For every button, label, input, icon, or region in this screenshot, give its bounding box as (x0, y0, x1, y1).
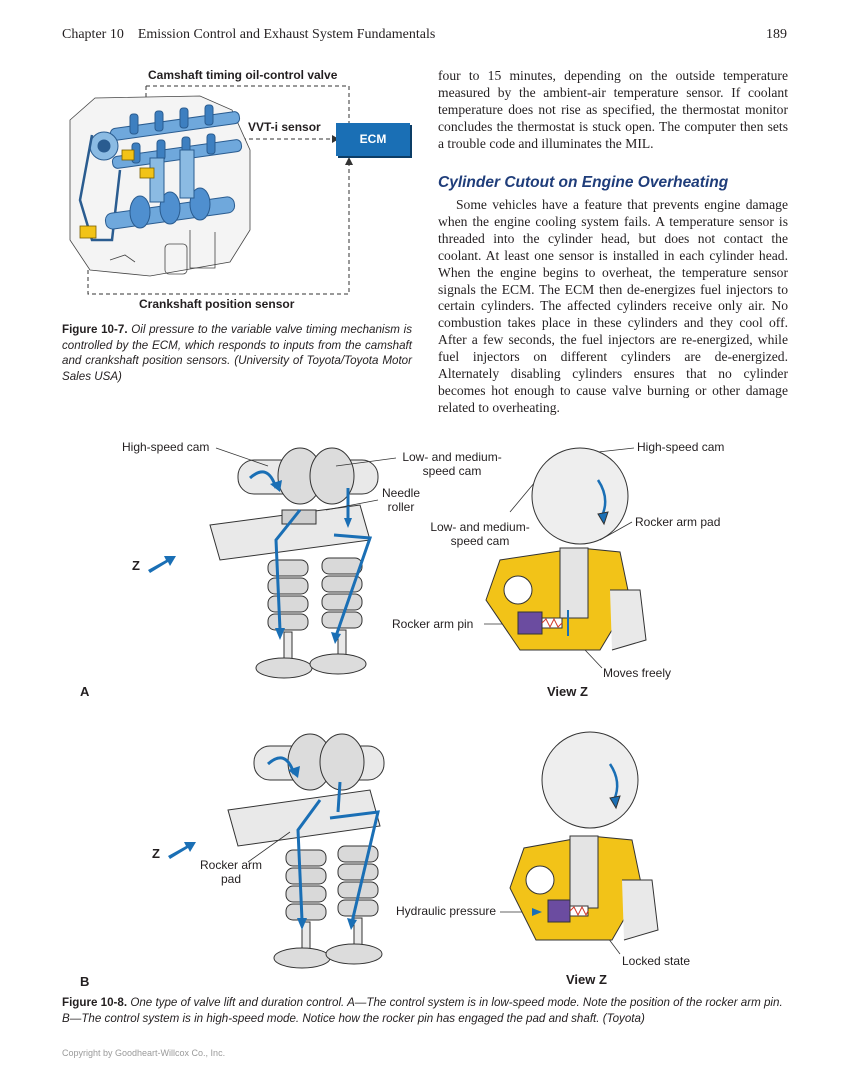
label-b-view-z: View Z (566, 972, 607, 987)
camshaft-assembly (89, 104, 243, 169)
label-camshaft-oil-control-valve: Camshaft timing oil-control valve (148, 68, 338, 82)
page-number: 189 (766, 27, 787, 42)
figure-10-8-panel-a-diagram (148, 447, 647, 679)
label-b-rocker-arm-pad-line1: Rocker arm (199, 858, 262, 872)
dashed-line-bottom (87, 165, 350, 295)
chapter-label: Chapter 10 (62, 27, 124, 42)
label-a-high-speed-cam-left: High-speed cam (122, 440, 210, 454)
label-a-needle-roller-line1: Needle (381, 486, 421, 500)
panel-a-view-z (485, 447, 647, 651)
label-panel-a: A (80, 684, 90, 699)
label-a-moves-freely: Moves freely (603, 666, 672, 680)
body-paragraph-1: four to 15 minutes, depending on the out… (438, 68, 788, 153)
label-a-rocker-arm-pad: Rocker arm pad (635, 515, 721, 529)
label-a-low-medium-cam-top-line2: speed cam (422, 464, 482, 478)
crankshaft-assembly (104, 149, 236, 230)
label-a-z: Z (132, 558, 140, 573)
figure-10-7-number: Figure 10-7. (62, 323, 128, 336)
running-header: Chapter 10 Emission Control and Exhaust S… (62, 27, 435, 43)
paragraph-text-2: Some vehicles have a feature that preven… (438, 197, 788, 415)
dashed-line-top (146, 85, 350, 126)
figure-10-7-text: Oil pressure to the variable valve timin… (62, 323, 412, 383)
copyright-footer: Copyright by Goodheart-Willcox Co., Inc. (62, 1048, 226, 1058)
ecm-box: ECM (336, 123, 410, 156)
label-b-locked-state: Locked state (622, 954, 691, 968)
paragraph-text-1: four to 15 minutes, depending on the out… (438, 68, 788, 151)
label-panel-b: B (80, 974, 90, 989)
label-a-low-medium-cam-top-line1: Low- and medium- (402, 450, 502, 464)
label-a-high-speed-cam-right: High-speed cam (637, 440, 725, 454)
label-b-rocker-arm-pad-line2: pad (220, 872, 242, 886)
figure-10-8-panel-b-diagram (168, 731, 659, 969)
figure-10-7-diagram (69, 85, 353, 295)
label-a-view-z: View Z (547, 684, 588, 699)
figure-10-8-caption: Figure 10-8. One type of valve lift and … (62, 995, 789, 1026)
vvti-sensor-icon (139, 167, 155, 179)
body-paragraph-2: Some vehicles have a feature that preven… (438, 197, 788, 417)
section-heading: Cylinder Cutout on Engine Overheating (438, 174, 729, 191)
panel-b-view-z (509, 731, 659, 941)
chapter-title: Emission Control and Exhaust System Fund… (137, 27, 436, 42)
crank-sensor-icon (79, 225, 97, 239)
label-b-hydraulic-pressure: Hydraulic pressure (396, 904, 497, 918)
figure-10-8-number: Figure 10-8. (62, 996, 128, 1009)
label-a-low-medium-cam-right-line2: speed cam (450, 534, 510, 548)
label-b-z: Z (152, 846, 160, 861)
figure-10-8-text: One type of valve lift and duration cont… (62, 996, 783, 1025)
z-arrow-b (168, 842, 196, 859)
label-b-rocker-arm-pad: Rocker arm pad (196, 858, 266, 886)
panel-b-valve-assembly (227, 733, 385, 969)
label-a-low-medium-cam-top: Low- and medium- speed cam (396, 450, 508, 478)
label-a-low-medium-cam-right: Low- and medium- speed cam (424, 520, 536, 548)
oil-control-valve-icon (121, 149, 135, 161)
label-a-rocker-arm-pin: Rocker arm pin (392, 617, 474, 631)
label-vvti-sensor: VVT-i sensor (248, 120, 321, 134)
label-a-low-medium-cam-right-line1: Low- and medium- (430, 520, 530, 534)
z-arrow-a (148, 556, 176, 573)
figure-10-7-caption: Figure 10-7. Oil pressure to the variabl… (62, 322, 412, 384)
label-a-needle-roller: Needle roller (376, 486, 426, 514)
label-a-needle-roller-line2: roller (387, 500, 415, 514)
label-crankshaft-position-sensor: Crankshaft position sensor (139, 297, 295, 311)
